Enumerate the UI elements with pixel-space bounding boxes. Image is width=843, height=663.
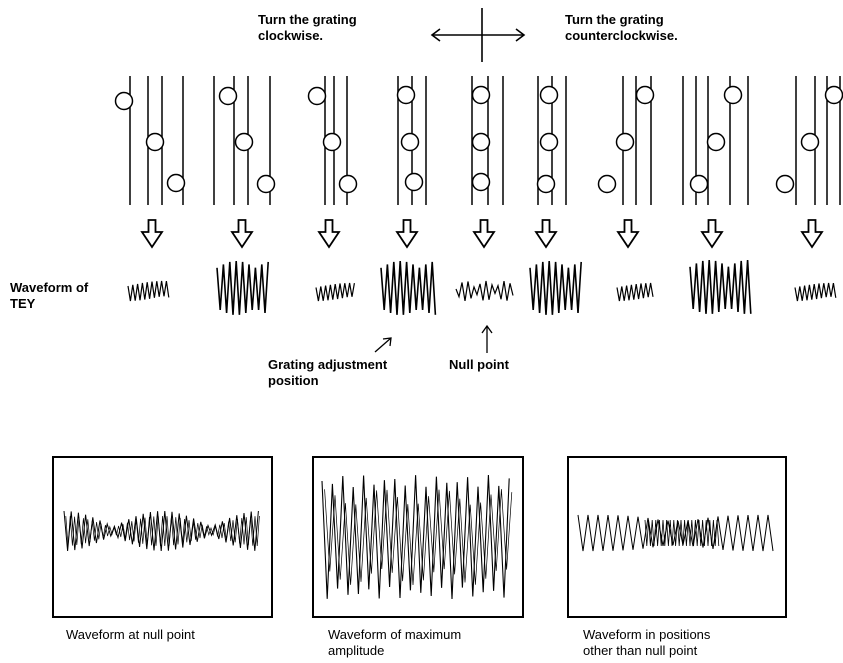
down-arrow-icon xyxy=(230,219,254,249)
slit-circle xyxy=(404,172,424,192)
adjust-pointer-arrow xyxy=(374,337,392,353)
panel-2-waveform-inner xyxy=(324,489,513,586)
slit-circle xyxy=(800,132,820,152)
slit-circle xyxy=(218,86,238,106)
slit-circle xyxy=(256,174,276,194)
null-pointer-arrow xyxy=(481,324,493,353)
down-arrow-icon xyxy=(395,219,419,249)
down-arrow-icon xyxy=(472,219,496,249)
panel-2-waveform xyxy=(321,474,510,600)
tey-waveform-7 xyxy=(616,282,654,302)
grating-column-2 xyxy=(213,76,276,205)
grating-adjustment-label: Grating adjustment position xyxy=(268,357,388,388)
slit-circle xyxy=(114,91,134,111)
slit-circle xyxy=(824,85,843,105)
down-arrow-icon xyxy=(317,219,341,249)
down-arrow-icon xyxy=(140,219,164,249)
slit-circle xyxy=(145,132,165,152)
panel-1-waveform xyxy=(63,510,259,552)
slit-circle xyxy=(615,132,635,152)
grating-column-9 xyxy=(775,76,843,205)
down-arrow-icon xyxy=(534,219,558,249)
tey-waveform-8 xyxy=(689,259,752,314)
clockwise-label: Turn the grating clockwise. xyxy=(258,12,357,43)
panel-3-waveform-dense xyxy=(644,519,720,547)
slit-circle xyxy=(635,85,655,105)
tey-waveform-3 xyxy=(315,282,355,302)
slit-circle xyxy=(597,174,617,194)
slit-circle xyxy=(706,132,726,152)
tey-waveform-2 xyxy=(216,260,269,315)
tey-waveform-label: Waveform of TEY xyxy=(10,280,89,311)
slit-circle xyxy=(400,132,420,152)
panel-caption-max: Waveform of maximum amplitude xyxy=(328,627,462,658)
grating-column-7 xyxy=(597,76,655,205)
slit-circle xyxy=(471,172,491,192)
panel-other-positions xyxy=(567,456,787,618)
tey-waveform-4 xyxy=(380,260,437,315)
slit-circle xyxy=(322,132,342,152)
slit-circle xyxy=(775,174,795,194)
down-arrow-icon xyxy=(800,219,824,249)
null-point-label: Null point xyxy=(449,357,509,372)
tey-waveform-6 xyxy=(529,260,582,315)
down-arrow-icon xyxy=(700,219,724,249)
grating-column-4 xyxy=(396,76,427,205)
panel-3-waveform xyxy=(577,514,774,552)
slit-circle xyxy=(471,85,491,105)
slit-circle xyxy=(307,86,327,106)
slit-circle xyxy=(723,85,743,105)
slit-circle xyxy=(166,173,186,193)
rotation-cross-icon xyxy=(430,8,526,62)
grating-column-3 xyxy=(307,76,358,205)
panel-caption-other: Waveform in positions other than null po… xyxy=(583,627,711,658)
counterclockwise-label: Turn the grating counterclockwise. xyxy=(565,12,678,43)
tey-waveform-5 xyxy=(455,280,514,301)
down-arrow-icon xyxy=(616,219,640,249)
slit-circle xyxy=(536,174,556,194)
grating-column-1 xyxy=(114,76,186,205)
grating-column-6 xyxy=(536,76,567,205)
slit-circle xyxy=(471,132,491,152)
slit-circle xyxy=(539,85,559,105)
slit-circle xyxy=(338,174,358,194)
panel-1-waveform-dense xyxy=(65,515,260,547)
slit-circle xyxy=(689,174,709,194)
slit-circle xyxy=(396,85,416,105)
slit-circle xyxy=(234,132,254,152)
grating-column-5 xyxy=(471,76,504,205)
panel-caption-null: Waveform at null point xyxy=(66,627,195,642)
tey-waveform-9 xyxy=(794,282,837,302)
slit-circle xyxy=(539,132,559,152)
grating-column-8 xyxy=(682,76,749,205)
tey-waveform-1 xyxy=(127,280,170,302)
